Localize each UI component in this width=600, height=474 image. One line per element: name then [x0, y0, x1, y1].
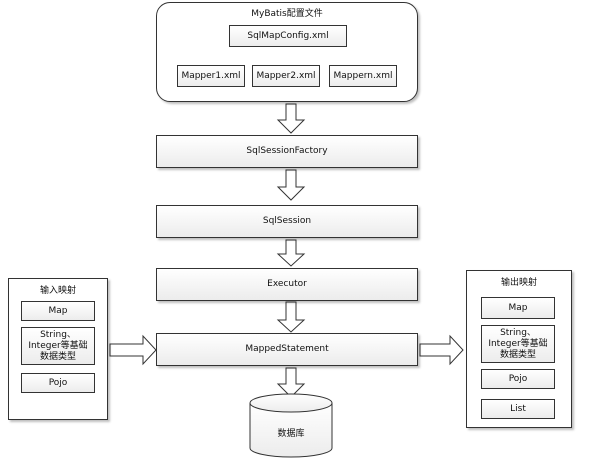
output-map-box: Map	[481, 297, 555, 319]
sqlsession-box: SqlSession	[156, 205, 418, 238]
output-pojo-box: Pojo	[481, 369, 555, 389]
arrow-config-to-factory	[276, 103, 306, 134]
sqlmapconfig-box: SqlMapConfig.xml	[229, 25, 347, 47]
config-panel-title: MyBatis配置文件	[251, 9, 323, 19]
mapper1-box: Mapper1.xml	[177, 65, 245, 87]
input-mapping-panel: 输入映射 Map String、Integer等基础数据类型 Pojo	[8, 278, 108, 420]
database-cylinder	[249, 393, 333, 458]
sqlsessionfactory-box: SqlSessionFactory	[156, 135, 418, 168]
mappedstatement-box: MappedStatement	[156, 333, 418, 366]
output-mapping-title: 输出映射	[500, 278, 537, 288]
arrow-statement-to-database	[276, 367, 306, 398]
database-label: 数据库	[277, 429, 305, 439]
arrow-input-to-statement	[109, 334, 157, 366]
mapper2-box: Mapper2.xml	[252, 65, 320, 87]
input-basic-types-box: String、Integer等基础数据类型	[21, 327, 95, 365]
output-mapping-panel: 输出映射 Map String、Integer等基础数据类型 Pojo List	[466, 270, 572, 428]
input-map-box: Map	[21, 301, 95, 321]
mappern-box: Mappern.xml	[329, 65, 397, 87]
mybatis-config-panel: MyBatis配置文件 SqlMapConfig.xml Mapper1.xml…	[156, 2, 418, 102]
arrow-session-to-executor	[276, 239, 306, 267]
output-basic-types-box: String、Integer等基础数据类型	[481, 325, 555, 363]
input-pojo-box: Pojo	[21, 373, 95, 393]
input-mapping-title: 输入映射	[39, 286, 76, 296]
arrow-executor-to-statement	[276, 301, 306, 333]
arrow-statement-to-output	[419, 334, 464, 366]
output-list-box: List	[481, 399, 555, 419]
executor-box: Executor	[156, 268, 418, 301]
arrow-factory-to-session	[276, 169, 306, 201]
